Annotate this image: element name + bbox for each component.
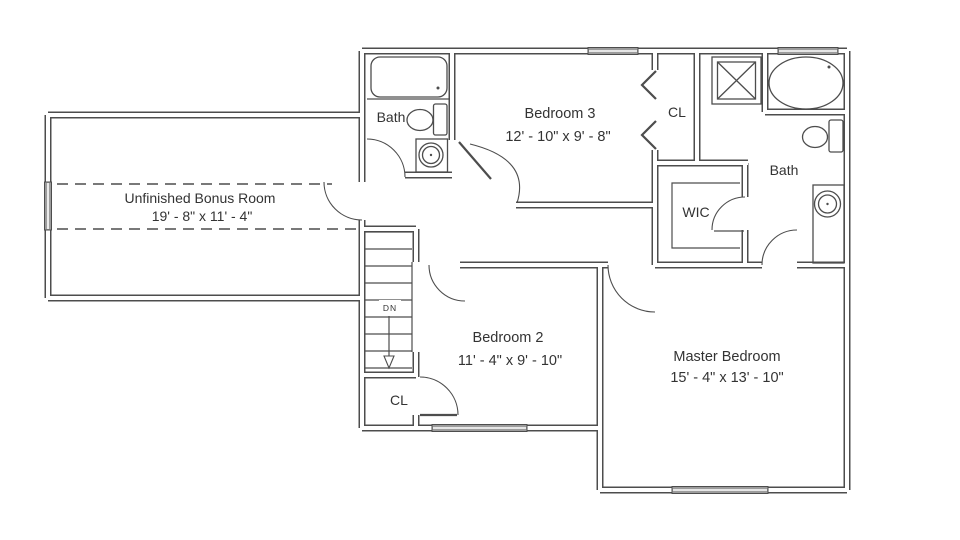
sink-bath1-outer xyxy=(418,142,444,168)
shower-x-glass xyxy=(717,61,756,100)
door-arc-closet2 xyxy=(419,376,459,416)
label-bedroom3-dims: 12' - 10" x 9' - 8" xyxy=(505,129,610,145)
door-arc-bath2 xyxy=(761,229,798,266)
sink-bath2-outer xyxy=(813,190,842,218)
bonus-room-dashed-lines xyxy=(57,183,358,230)
wic-shelf-outline xyxy=(671,182,740,249)
sink-bath1-drain-dot xyxy=(429,153,433,157)
label-bedroom3-name: Bedroom 3 xyxy=(525,106,596,122)
bifold-doors-closet1 xyxy=(640,70,657,150)
label-master-dims: 15' - 4" x 13' - 10" xyxy=(670,370,783,386)
fixtures xyxy=(367,56,845,264)
label-bonus-room-dims: 19' - 8" x 11' - 4" xyxy=(152,208,253,224)
door-arc-wic xyxy=(711,196,746,231)
vanity-bath1 xyxy=(415,138,449,173)
door-arc-bedroom2 xyxy=(428,264,466,302)
label-bath2: Bath xyxy=(770,162,799,178)
garden-tub-faucet-dot xyxy=(827,65,831,69)
door-arc-bedroom3 xyxy=(469,143,521,204)
windows xyxy=(44,47,839,494)
toilet-tank-bath2 xyxy=(828,119,844,153)
label-bedroom2-dims: 11' - 4" x 9' - 10" xyxy=(458,353,562,369)
bathtub-faucet-dot xyxy=(436,86,440,90)
garden-tub xyxy=(768,56,844,110)
label-closet2: CL xyxy=(390,392,408,408)
label-bonus-room-name: Unfinished Bonus Room xyxy=(125,190,276,206)
door-leaf-bedroom3 xyxy=(458,141,492,180)
doors xyxy=(323,70,798,417)
shower-inner xyxy=(716,61,757,100)
sink-bath2-drain-dot xyxy=(826,202,829,206)
label-bath1: Bath xyxy=(377,109,406,125)
sink-bath2-inner xyxy=(817,194,838,214)
label-bedroom2-name: Bedroom 2 xyxy=(473,330,544,346)
stair-direction-label: DN xyxy=(383,303,397,313)
vanity-bath2 xyxy=(812,184,845,264)
bathtub xyxy=(370,56,448,98)
stair-arrow-head xyxy=(383,355,395,370)
toilet-bowl-bath2 xyxy=(801,125,829,149)
room-labels: Unfinished Bonus Room 19' - 8" x 11' - 4… xyxy=(125,104,799,408)
stair-label-backing xyxy=(379,300,401,313)
label-wic: WIC xyxy=(682,204,709,220)
label-master-name: Master Bedroom xyxy=(673,349,780,365)
shower-outer xyxy=(711,56,762,105)
stairs: DN xyxy=(365,231,413,370)
door-arc-bonus-room xyxy=(323,181,363,221)
toilet-tank-bath1 xyxy=(432,103,448,136)
door-arc-bath1 xyxy=(366,138,406,178)
door-arc-master-bedroom xyxy=(607,264,656,313)
label-closet1: CL xyxy=(668,104,686,120)
toilet-bowl-bath1 xyxy=(406,108,434,132)
sink-bath1-inner xyxy=(421,145,441,165)
